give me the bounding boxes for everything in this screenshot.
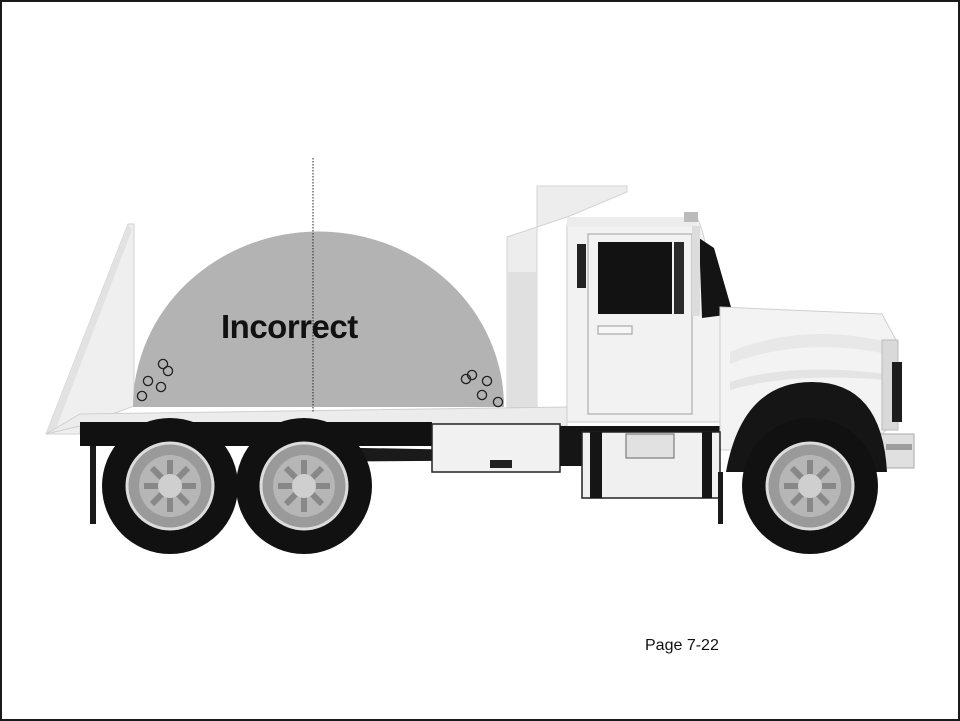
wheel-rear-2 (236, 418, 372, 554)
cab (567, 212, 733, 422)
fuel-tank (582, 432, 723, 524)
wheel-rear-1 (102, 418, 238, 554)
page-number: Page 7-22 (645, 637, 719, 655)
incorrect-label: Incorrect (221, 308, 358, 346)
